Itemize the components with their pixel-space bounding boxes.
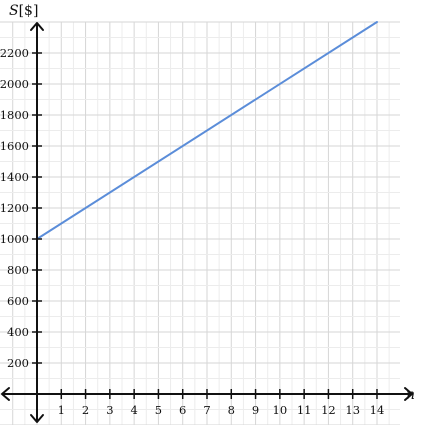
- y-tick-label: 1000: [0, 232, 29, 246]
- y-tick-label: 400: [7, 325, 29, 339]
- x-tick-label: 9: [252, 403, 259, 417]
- x-tick-label: 11: [297, 403, 312, 417]
- x-tick-label: 6: [179, 403, 186, 417]
- y-tick-label: 1400: [0, 170, 29, 184]
- y-axis-arrow-up: [30, 22, 44, 31]
- y-tick-label: 1800: [0, 108, 29, 122]
- x-tick-label: 1: [58, 403, 65, 417]
- x-tick-label: 13: [345, 403, 360, 417]
- y-tick-label: 1600: [0, 139, 29, 153]
- series-line-1: [36, 21, 378, 240]
- y-axis-arrow-down: [30, 414, 44, 423]
- x-tick-label: 14: [370, 403, 385, 417]
- series-lines: [36, 21, 378, 240]
- x-tick-label: 2: [82, 403, 89, 417]
- x-tick-label: 10: [273, 403, 288, 417]
- y-tick-label: 1200: [0, 201, 29, 215]
- axes: [1, 22, 413, 423]
- x-tick-label: 4: [130, 403, 137, 417]
- y-axis-variable: S: [9, 3, 19, 19]
- x-axis-arrow-right: [404, 387, 413, 401]
- y-axis-title: S[$]: [9, 3, 38, 19]
- gridlines: [0, 21, 400, 425]
- x-tick-label: 3: [106, 403, 113, 417]
- y-tick-label: 2000: [0, 77, 29, 91]
- x-axis-arrow-left: [1, 387, 10, 401]
- x-tick-label: 7: [203, 403, 210, 417]
- y-axis-unit: [$]: [19, 3, 39, 19]
- y-tick-label: 600: [7, 294, 29, 308]
- x-axis-title: n: [406, 387, 415, 403]
- y-tick-label: 800: [7, 263, 29, 277]
- y-tick-label: 2200: [0, 46, 29, 60]
- x-tick-label: 12: [321, 403, 336, 417]
- y-tick-label: 200: [7, 356, 29, 370]
- x-tick-label: 5: [155, 403, 162, 417]
- x-tick-label: 8: [228, 403, 235, 417]
